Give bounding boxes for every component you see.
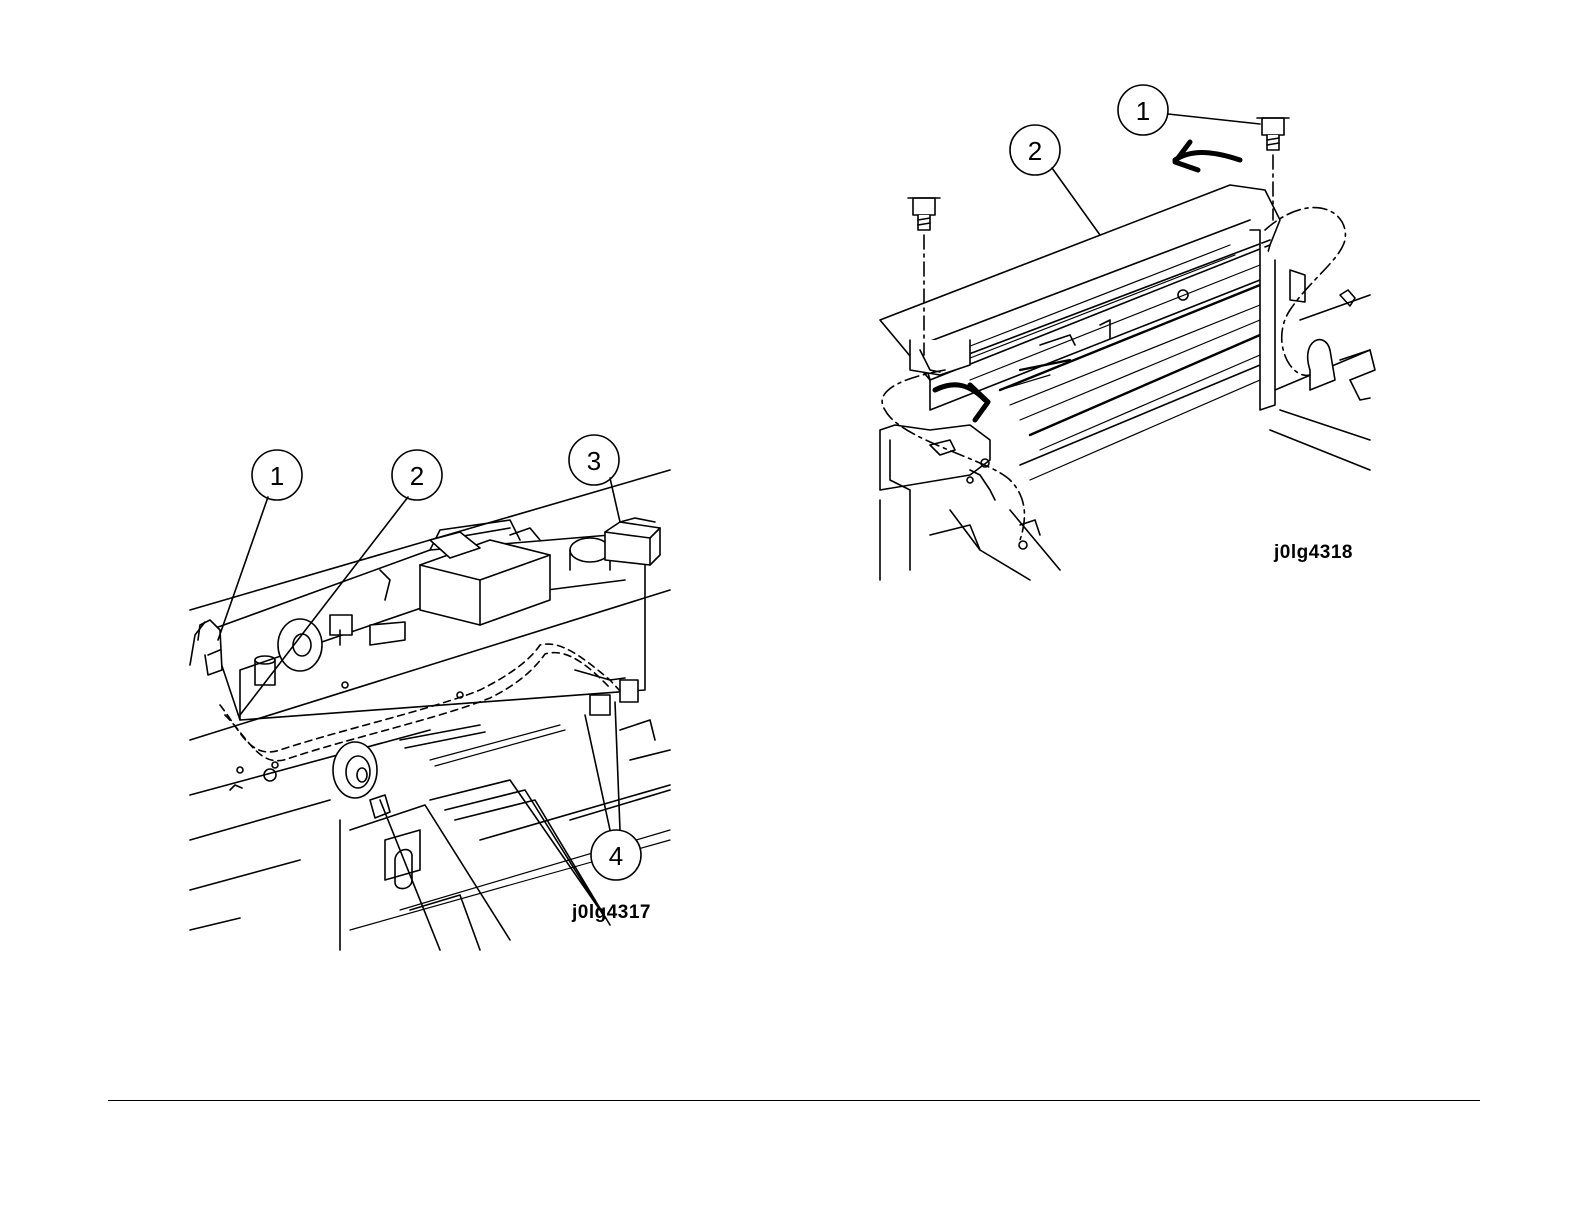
- assembly-drawing-1: 1 2 3 4: [180, 440, 680, 950]
- callout-1: 1: [1136, 96, 1150, 126]
- callout-4: 4: [609, 841, 623, 871]
- callout-3: 3: [587, 446, 601, 476]
- assembly-drawing-2: 1 2: [870, 80, 1390, 590]
- callout-2: 2: [1028, 136, 1042, 166]
- figure-j0lg4318: 1 2 j0lg4318: [870, 80, 1390, 590]
- figure-id-label: j0lg4318: [1274, 542, 1353, 564]
- figure-id-label: j0lg4317: [572, 902, 651, 924]
- footer-rule: [108, 1100, 1480, 1101]
- callout-2: 2: [410, 461, 424, 491]
- figure-j0lg4317: 1 2 3 4 j0lg4317: [180, 440, 680, 950]
- callout-1: 1: [270, 461, 284, 491]
